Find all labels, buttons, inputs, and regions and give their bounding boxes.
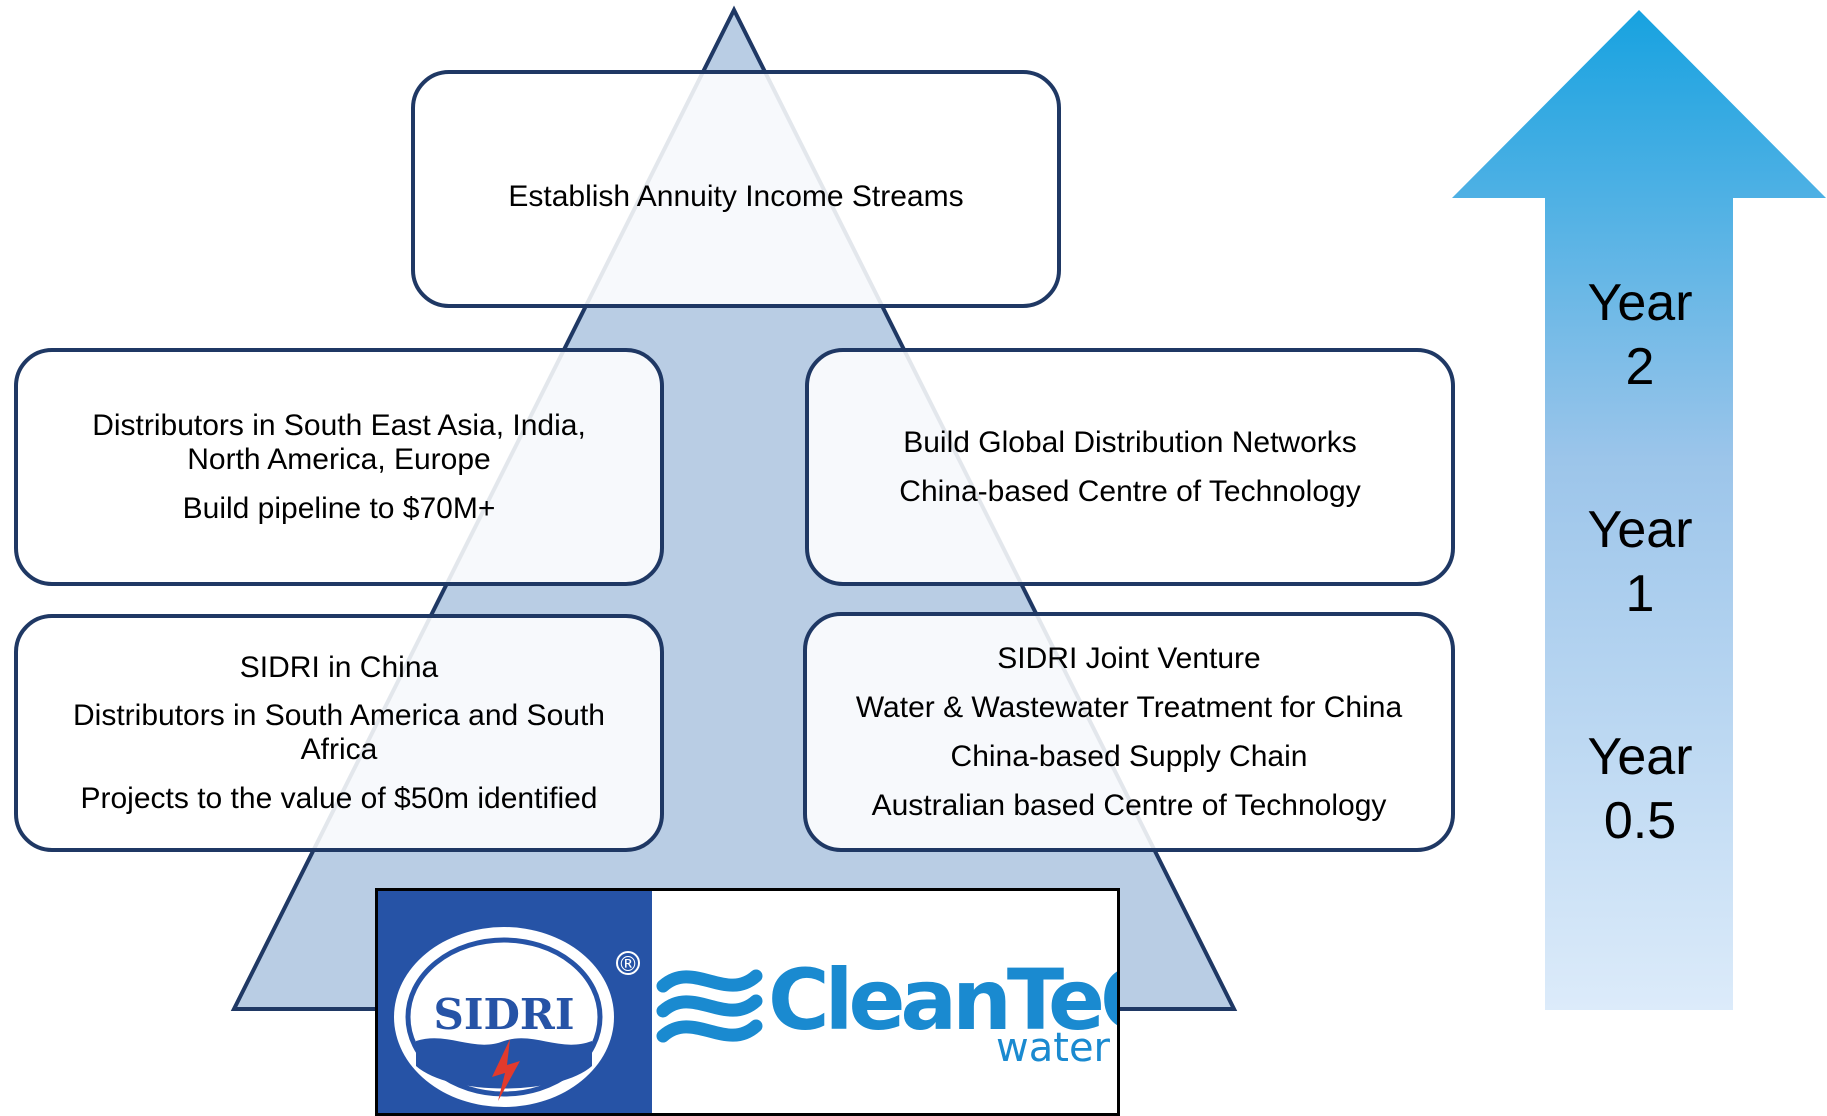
- cleanteq-wave-icon: [656, 969, 763, 1043]
- year-1-word: Year: [1587, 501, 1693, 559]
- water-treatment-text: Water & Wastewater Treatment for China: [855, 691, 1403, 724]
- year-05-number: 0.5: [1603, 792, 1677, 850]
- joint-venture-text: SIDRI Joint Venture: [997, 642, 1261, 675]
- global-networks-text: Build Global Distribution Networks: [903, 426, 1357, 459]
- goal-box-annuity-income: Establish Annuity Income Streams: [411, 70, 1061, 308]
- timeline-arrow: [1452, 10, 1826, 1010]
- sidri-china-text: SIDRI in China: [239, 651, 439, 684]
- registered-mark-circle: [616, 951, 640, 975]
- sidri-logo-bolt: [492, 1039, 520, 1101]
- partner-logos: SIDRI ® CleanTeQ water: [375, 888, 1120, 1116]
- cleanteq-logo-text: CleanTeQ: [768, 951, 1120, 1049]
- sidri-logo-text: SIDRI: [434, 990, 575, 1039]
- year-2-number: 2: [1625, 338, 1655, 396]
- year-1-number: 1: [1625, 565, 1655, 623]
- logos-graphic: SIDRI ® CleanTeQ water: [378, 891, 1120, 1113]
- year-05-word: Year: [1587, 728, 1693, 786]
- supply-chain-text: China-based Supply Chain: [950, 740, 1308, 773]
- sidri-logo-oval-inner: [405, 937, 603, 1097]
- registered-mark: ®: [618, 952, 638, 976]
- distributors-south-text: Distributors in South America and South …: [73, 699, 605, 766]
- year-2-label: Year 2: [1545, 271, 1735, 399]
- pipeline-text: Build pipeline to $70M+: [182, 491, 496, 525]
- sidri-joint-venture-box: SIDRI Joint Venture Water & Wastewater T…: [803, 612, 1455, 852]
- goal-text: Establish Annuity Income Streams: [508, 180, 964, 213]
- year-2-word: Year: [1587, 274, 1693, 332]
- sidri-china-box: SIDRI in China Distributors in South Ame…: [14, 614, 664, 852]
- australian-centre-text: Australian based Centre of Technology: [871, 789, 1387, 822]
- cleanteq-water-text: water: [996, 1025, 1111, 1071]
- china-centre-text: China-based Centre of Technology: [899, 475, 1361, 508]
- projects-value-text: Projects to the value of $50m identified: [80, 782, 598, 815]
- year-1-label: Year 1: [1545, 498, 1735, 626]
- distributors-box-year2: Distributors in South East Asia, India, …: [14, 348, 664, 586]
- year-05-label: Year 0.5: [1545, 725, 1735, 853]
- distributors-text: Distributors in South East Asia, India, …: [92, 408, 586, 476]
- global-distribution-box: Build Global Distribution Networks China…: [805, 348, 1455, 586]
